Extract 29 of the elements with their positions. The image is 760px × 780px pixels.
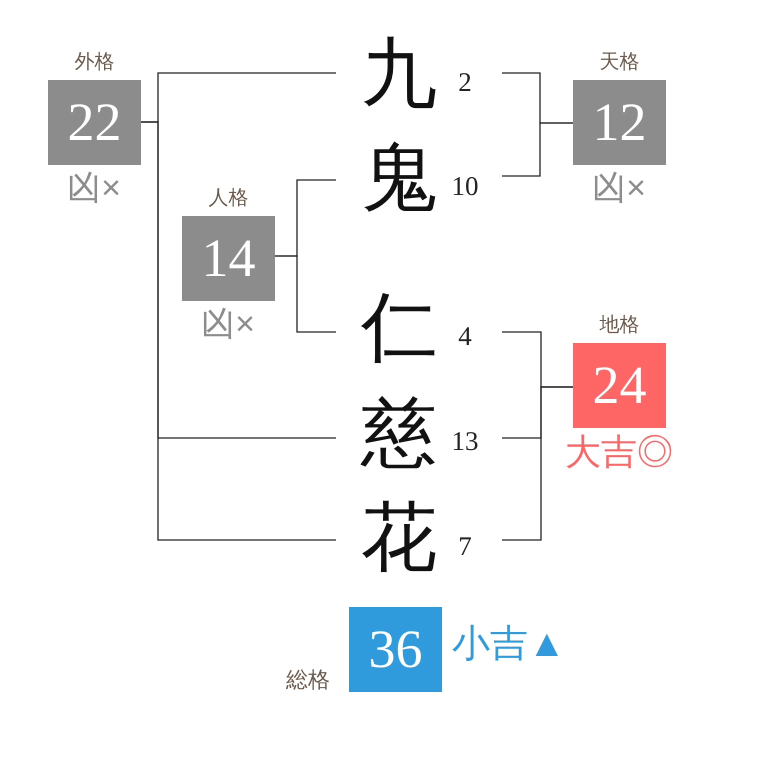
name-character: 花	[361, 498, 437, 578]
score-box: 14	[182, 216, 275, 301]
fortune-rating: 大吉◎	[565, 432, 673, 472]
score-box: 12	[573, 80, 666, 165]
stroke-count: 4	[458, 321, 472, 351]
connector-line	[502, 122, 573, 177]
stroke-count: 10	[452, 171, 478, 201]
category-heading: 外格	[74, 50, 114, 74]
category-heading: 総格	[286, 668, 330, 692]
name-character: 仁	[361, 288, 437, 368]
score-box: 22	[48, 80, 141, 165]
category-heading: 地格	[600, 313, 640, 337]
category-heading: 天格	[600, 50, 640, 74]
stroke-count: 7	[458, 531, 472, 561]
score-box: 36	[349, 607, 442, 692]
score-box: 24	[573, 343, 666, 428]
stroke-count: 2	[458, 67, 472, 97]
fortune-rating: 小吉▲	[452, 624, 566, 666]
connector-line	[502, 386, 573, 541]
name-character: 鬼	[361, 138, 437, 218]
name-character: 慈	[361, 393, 437, 473]
stroke-count: 13	[452, 426, 478, 456]
fortune-rating: 凶×	[592, 170, 646, 208]
connector-line	[141, 121, 336, 541]
fortune-rating: 凶×	[201, 306, 255, 344]
category-heading: 人格	[208, 186, 248, 210]
fortune-rating: 凶×	[67, 170, 121, 208]
connector-line	[275, 255, 336, 333]
name-character: 九	[361, 34, 437, 114]
